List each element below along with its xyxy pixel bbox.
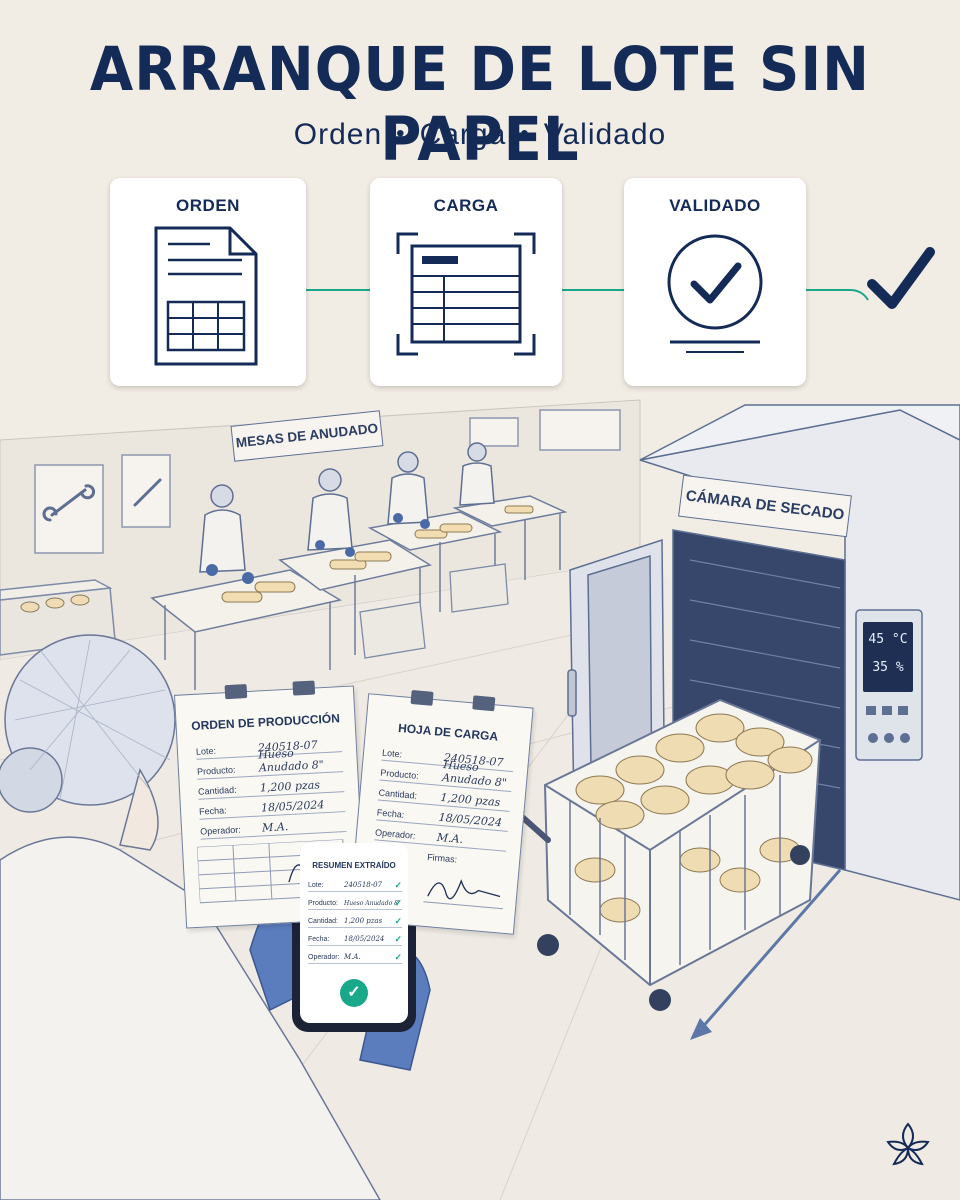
phone-row-producto: Producto:Hueso Anudado 8"✓ <box>308 895 402 910</box>
step-card-validado: VALIDADO <box>624 178 806 386</box>
load-sheet: HOJA DE CARGA Lote:240518-07 Producto:Hu… <box>348 689 534 935</box>
phone-row-lote: Lote:240518-07✓ <box>308 877 402 892</box>
production-order-title: ORDEN DE PRODUCCIÓN <box>190 711 341 733</box>
subtitle-step-carga: Carga <box>419 118 507 151</box>
document-icon <box>154 226 258 366</box>
step-label-carga: CARGA <box>433 196 499 215</box>
step-label-orden: ORDEN <box>176 196 240 215</box>
final-check-icon <box>867 247 935 309</box>
subtitle-step-orden: Orden <box>293 118 383 151</box>
check-icon: ✓ <box>394 880 402 890</box>
check-icon: ✓ <box>394 898 402 908</box>
page-title: ARRANQUE DE LOTE SIN PAPEL <box>89 34 871 176</box>
po-row-operador: Operador:M.A. <box>199 815 347 840</box>
clipboard-clip <box>292 680 316 696</box>
step-label-validado: VALIDADO <box>669 196 761 215</box>
check-icon: ✓ <box>394 952 402 962</box>
check-icon: ✓ <box>394 916 402 926</box>
brand-logo-icon <box>886 1122 930 1166</box>
chamber-temperature: 45 °C <box>868 632 908 647</box>
phone-screen[interactable]: RESUMEN EXTRAÍDO Lote:240518-07✓ Product… <box>300 843 408 1023</box>
phone-row-operador: Operador:M.A.✓ <box>308 949 402 964</box>
clipboard-clip <box>410 689 434 706</box>
subtitle-step-validado: Validado <box>543 118 667 151</box>
load-sheet-title: HOJA DE CARGA <box>397 720 499 744</box>
clipboard-clip <box>472 695 496 712</box>
separator-dot: • <box>520 120 530 147</box>
phone-summary-title: RESUMEN EXTRAÍDO <box>312 861 396 870</box>
phone-row-cantidad: Cantidad:1,200 pzas✓ <box>308 913 402 928</box>
check-icon: ✓ <box>394 934 402 944</box>
chamber-humidity: 35 % <box>872 660 904 675</box>
ls-signature <box>423 879 504 910</box>
subtitle-steps: Orden • Carga • Validado <box>0 118 960 152</box>
phone-row-fecha: Fecha:18/05/2024✓ <box>308 931 402 946</box>
scan-form-icon <box>396 232 536 356</box>
step-card-orden: ORDEN <box>110 178 306 386</box>
clipboard-clip <box>224 684 248 700</box>
separator-dot: • <box>396 120 406 147</box>
check-circle-icon <box>667 234 763 353</box>
ls-signature-label: Firmas: <box>426 851 458 865</box>
confirm-check-button[interactable]: ✓ <box>340 979 368 1007</box>
step-card-carga: CARGA <box>370 178 562 386</box>
